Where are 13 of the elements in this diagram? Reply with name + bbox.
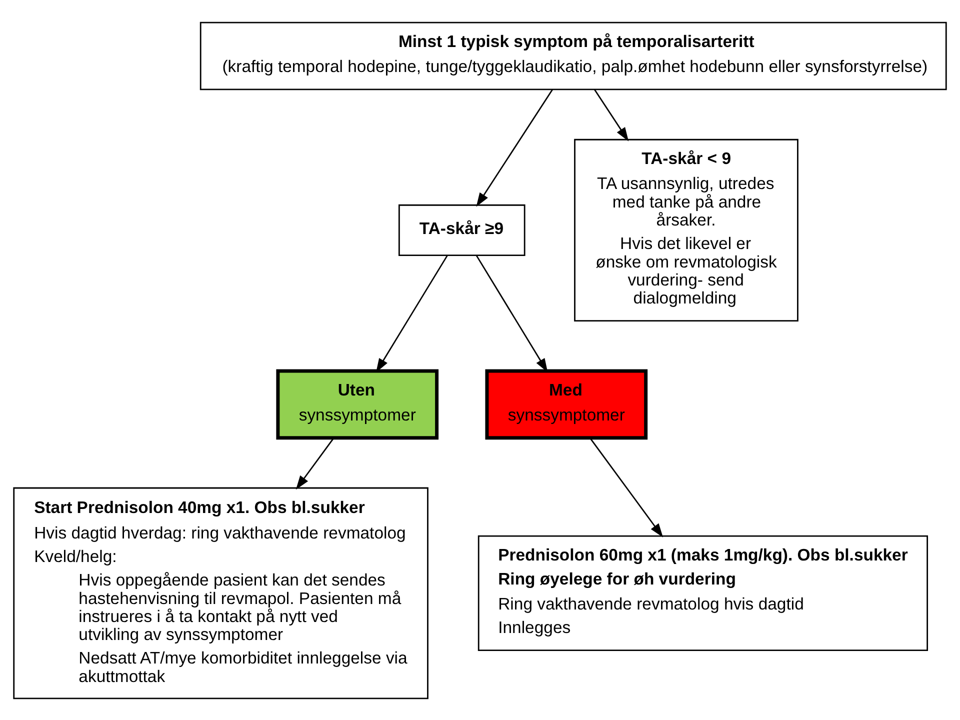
arrow bbox=[594, 88, 629, 141]
arrow bbox=[376, 254, 448, 372]
node-box: Minst 1 typisk symptom på temporalisarteritt (kraftig temporal hodepine, tunge/tyggeklaudikatio, palp.ømhet hodebunn eller synsforstyrrelse) bbox=[200, 21, 947, 90]
arrow bbox=[476, 88, 553, 206]
node-box: Med synssymptomer bbox=[485, 368, 648, 440]
arrow bbox=[590, 437, 664, 537]
node-box: TA-skår ≥9 bbox=[398, 204, 526, 256]
arrow bbox=[476, 254, 548, 372]
node-box: Uten synssymptomer bbox=[276, 368, 439, 440]
arrow bbox=[296, 437, 334, 490]
node-box: Prednisolon 60mg x1 (maks 1mg/kg). Obs bl.sukker Ring øyelege for øh vurdering Ring vakthavende revmatolog hvis dagtid Innlegges bbox=[478, 534, 928, 651]
node-box: TA-skår < 9 TA usannsynlig, utredes med tanke på andre årsaker. Hvis det likevel er ønske om revmatologisk vurdering- send dialogmelding bbox=[574, 138, 798, 321]
node-box: Start Prednisolon 40mg x1. Obs bl.sukker Hvis dagtid hverdag: ring vakthavende revmatolog Kveld/helg: Hvis oppegående pasient kan det sendes hastehenvisning til revmapol. Pasienten må instrueres i å ta kontakt på nytt ved utvikling av synssymptomer Nedsatt AT/mye komorbiditet innleggelse via akuttmottak bbox=[13, 486, 428, 699]
